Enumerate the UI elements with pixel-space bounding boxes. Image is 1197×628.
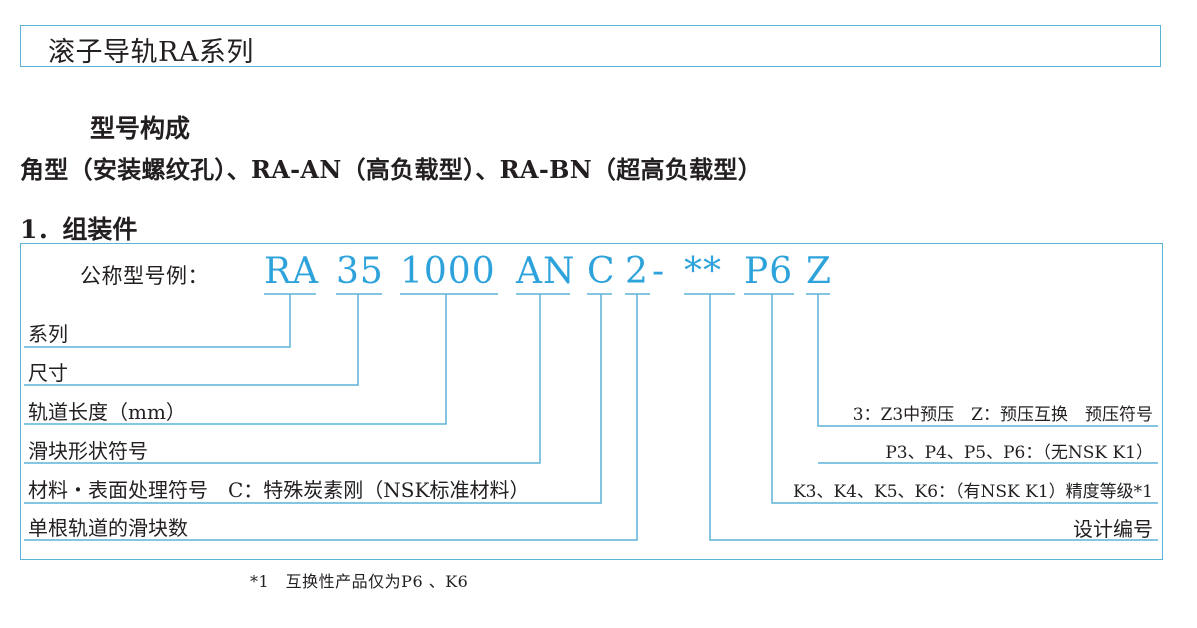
code-accuracy: P6 <box>744 251 794 292</box>
label-block-count: 单根轨道的滑块数 <box>28 516 188 540</box>
label-accuracy-k1: K3、K4、K5、K6：（有NSK K1）精度等级*1 <box>792 482 1153 502</box>
model-code-box <box>20 243 1163 560</box>
code-size: 35 <box>336 251 384 292</box>
label-preload: 3：Z3中预压 Z：预压互换 预压符号 <box>852 405 1153 425</box>
page-title: 滚子导轨RA系列 <box>48 37 254 68</box>
footnote: *1 互换性产品仅为P6 、K6 <box>250 572 469 591</box>
code-block-count: 2 <box>625 251 649 292</box>
label-material: 材料・表面处理符号 C：特殊炭素刚（NSK标准材料） <box>28 478 530 502</box>
code-dash: - <box>652 251 666 292</box>
section-heading: 1．组装件 <box>20 215 138 244</box>
label-accuracy-no-k1: P3、P4、P5、P6：（无NSK K1） <box>885 443 1153 463</box>
label-series: 系列 <box>28 322 68 346</box>
code-length: 1000 <box>400 251 496 292</box>
code-preload: Z <box>806 251 833 292</box>
label-size: 尺寸 <box>28 361 68 385</box>
code-block-shape: AN <box>516 251 576 292</box>
code-series: RA <box>264 251 320 292</box>
types-line: 角型（安装螺纹孔）、RA-AN（高负载型）、RA-BN（超高负载型） <box>20 155 763 184</box>
example-label: 公称型号例： <box>80 264 209 288</box>
label-design-number: 设计编号 <box>1073 517 1153 541</box>
code-design-number: ** <box>684 251 722 292</box>
title-box <box>20 25 1161 67</box>
label-block-shape: 滑块形状符号 <box>28 439 148 463</box>
code-material: C <box>587 251 616 292</box>
subtitle: 型号构成 <box>90 114 191 143</box>
label-rail-length: 轨道长度（mm） <box>28 400 186 424</box>
